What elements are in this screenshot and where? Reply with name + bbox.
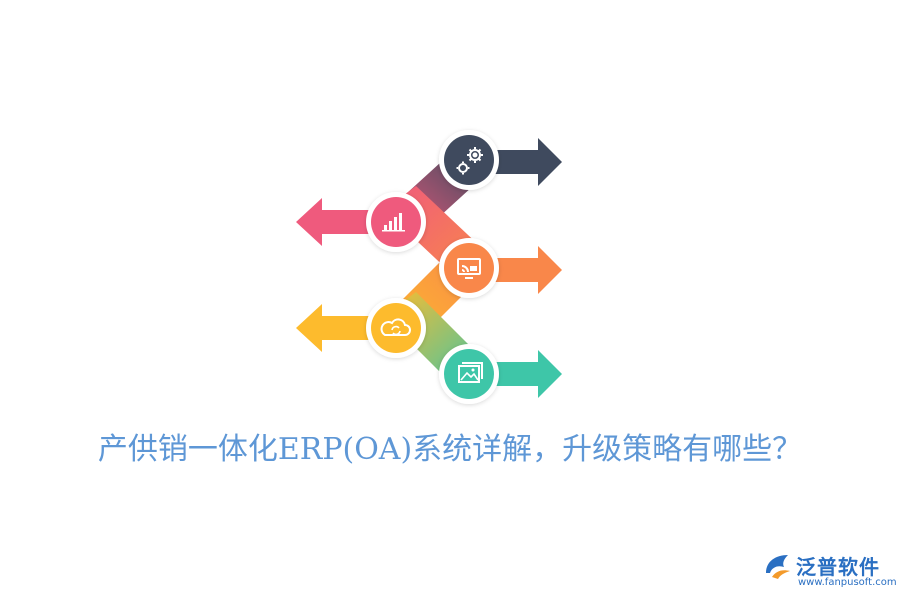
picture-icon: [458, 362, 483, 383]
step-node-5: [439, 344, 499, 404]
cloud-sync-icon: [380, 318, 411, 336]
step-node-4: [366, 298, 426, 358]
bar-chart-icon: [382, 213, 405, 232]
arrow-right-1: [490, 138, 562, 186]
brand-logo-block: 泛普软件 www.fanpusoft.com: [762, 549, 897, 593]
page-title: 产供销一体化ERP(OA)系统详解，升级策略有哪些？: [97, 432, 803, 467]
step-node-2: [366, 192, 426, 252]
brand-logo-icon: [766, 555, 790, 579]
step-node-3: [439, 238, 499, 298]
brand-url: www.fanpusoft.com: [798, 577, 897, 588]
gears-icon: [456, 147, 483, 175]
arrow-right-5: [490, 350, 562, 398]
monitor-signal-icon: [457, 258, 481, 279]
brand-name: 泛普软件: [796, 555, 880, 579]
arrow-right-3: [490, 246, 562, 294]
step-node-1: [439, 130, 499, 190]
